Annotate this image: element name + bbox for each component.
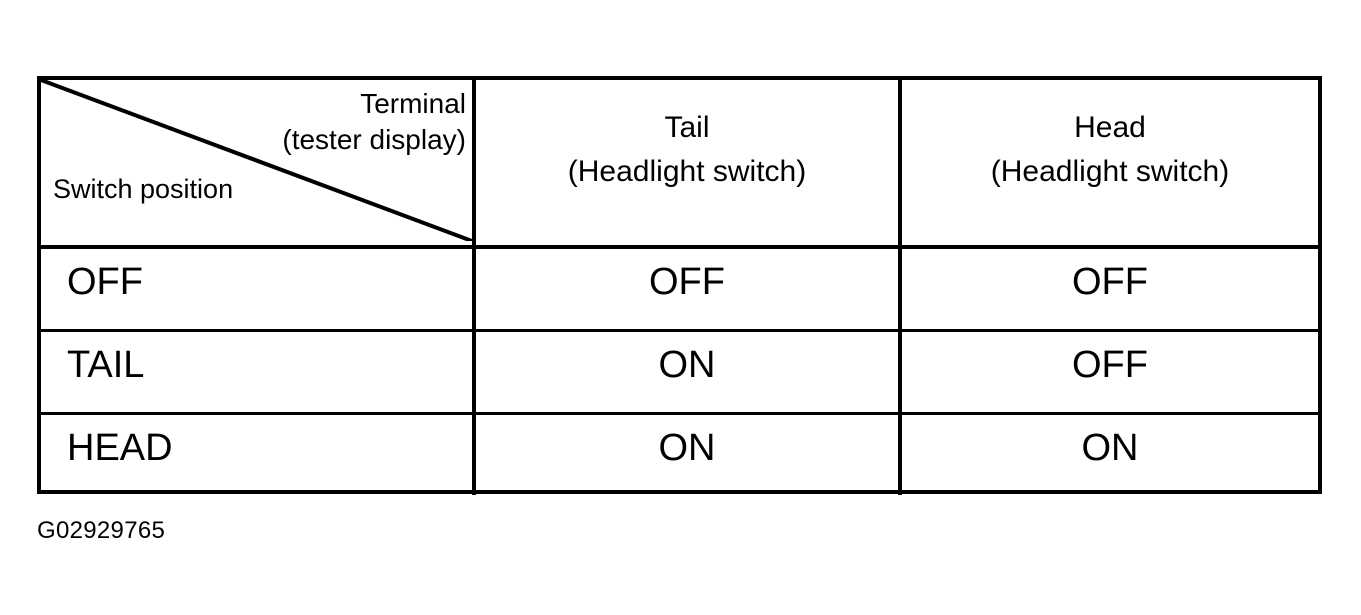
row-label: OFF [67, 261, 143, 303]
head-value: ON [1081, 427, 1139, 469]
tail-value: OFF [649, 261, 725, 303]
tail-header-label: Tail (Headlight switch) [476, 106, 898, 194]
tail-value: ON [658, 427, 716, 469]
cell-tail-value: OFF [472, 249, 898, 329]
head-header-label: Head (Headlight switch) [902, 106, 1318, 194]
cell-tail-value: ON [472, 415, 898, 495]
cell-head-value: OFF [898, 332, 1318, 412]
table-header-row: Terminal (tester display) Switch positio… [41, 80, 1318, 245]
row-label: HEAD [67, 427, 173, 469]
header-cell-tail: Tail (Headlight switch) [472, 80, 898, 245]
tail-header-line1: Tail [664, 111, 710, 144]
head-header-line1: Head [1074, 111, 1146, 144]
terminal-header-line1: Terminal [360, 88, 466, 119]
terminal-header-label: Terminal (tester display) [282, 86, 466, 158]
header-corner-cell: Terminal (tester display) Switch positio… [41, 80, 472, 245]
cell-head-value: ON [898, 415, 1318, 495]
cell-switch-position: TAIL [41, 332, 472, 412]
headlight-switch-spec-table: Terminal (tester display) Switch positio… [37, 76, 1322, 495]
table-row: TAIL ON OFF [41, 329, 1318, 412]
head-value: OFF [1072, 344, 1148, 386]
table-row: HEAD ON ON [41, 412, 1318, 495]
tail-value: ON [658, 344, 716, 386]
cell-head-value: OFF [898, 249, 1318, 329]
header-cell-head: Head (Headlight switch) [898, 80, 1318, 245]
table-row: OFF OFF OFF [41, 245, 1318, 329]
head-value: OFF [1072, 261, 1148, 303]
row-label: TAIL [67, 344, 145, 386]
cell-switch-position: OFF [41, 249, 472, 329]
cell-switch-position: HEAD [41, 415, 472, 495]
terminal-header-line2: (tester display) [282, 124, 466, 155]
tail-header-line2: (Headlight switch) [567, 155, 807, 188]
figure-caption: G02929765 [37, 517, 166, 544]
head-header-line2: (Headlight switch) [990, 155, 1230, 188]
switch-position-header-label: Switch position [53, 174, 234, 204]
cell-tail-value: ON [472, 332, 898, 412]
